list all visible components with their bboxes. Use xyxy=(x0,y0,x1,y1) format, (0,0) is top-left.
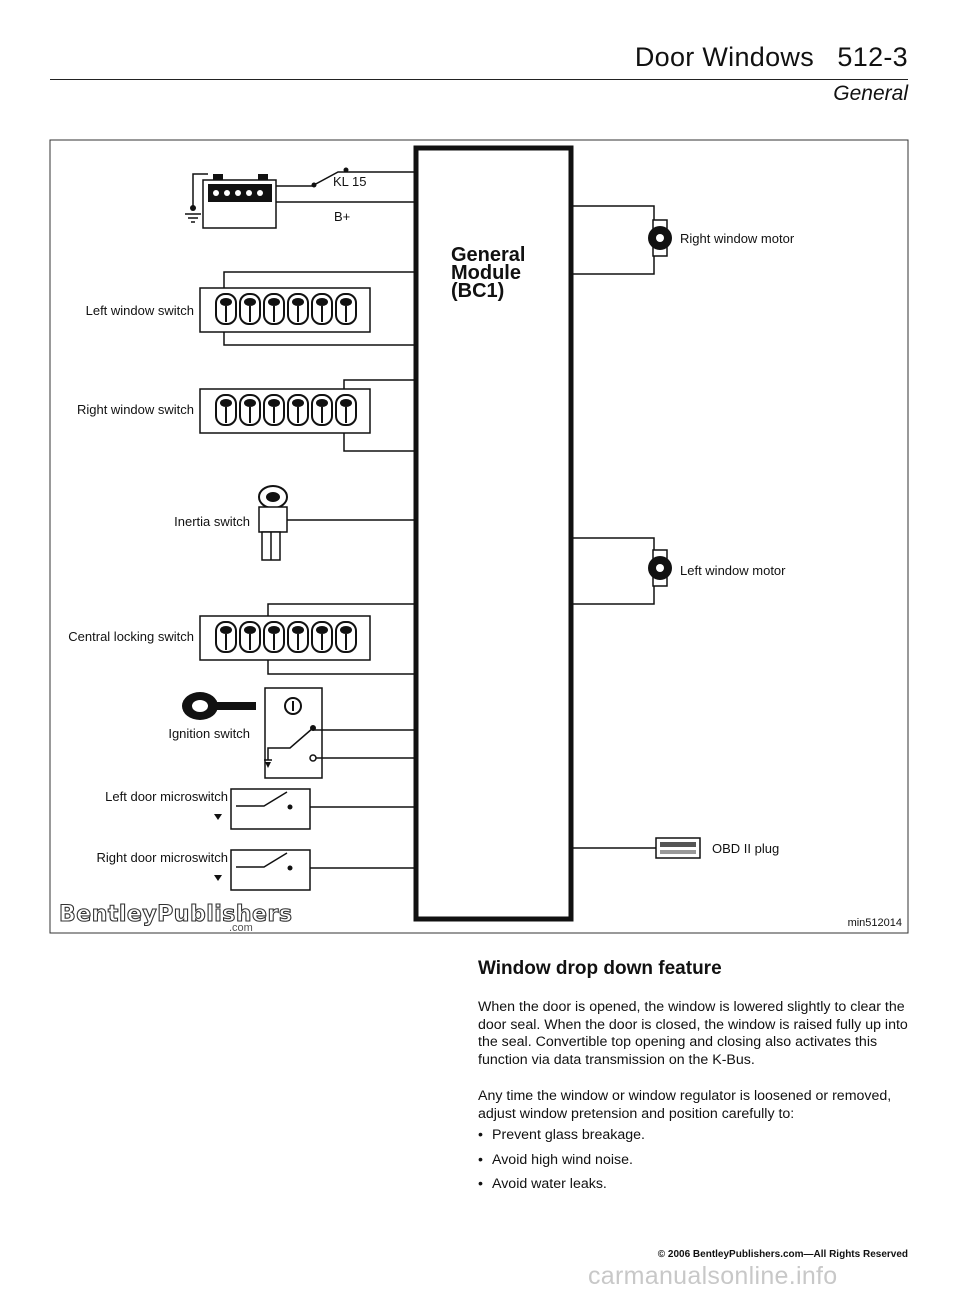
switch-button-dot xyxy=(316,399,328,407)
bullet-list: Prevent glass breakage. Avoid high wind … xyxy=(478,1127,912,1201)
left-window-switch-icon xyxy=(199,287,371,333)
bullet-item: Avoid water leaks. xyxy=(478,1176,912,1194)
section-heading: Window drop down feature xyxy=(478,958,722,979)
left-window-motor-icon xyxy=(648,549,672,587)
switch-button-dot xyxy=(244,298,256,306)
right-window-switch-label: Right window switch xyxy=(77,402,194,417)
switch-button-dot xyxy=(220,626,232,634)
switch-button-dot xyxy=(244,399,256,407)
module-label-line1: General xyxy=(451,244,525,266)
right-window-motor-icon xyxy=(648,219,672,257)
inertia-switch-icon xyxy=(258,485,288,561)
switch-button-dot xyxy=(340,626,352,634)
ignition-switch-label: Ignition switch xyxy=(168,726,250,741)
battery-icon xyxy=(185,173,277,229)
left-door-microswitch-icon xyxy=(214,788,311,830)
wiring-diagram: General Module (BC1) KL 15 B+ Left windo… xyxy=(49,139,909,934)
right-window-switch-icon xyxy=(199,388,371,434)
page-header-title: Door Windows 512-3 xyxy=(634,42,908,72)
header-rule xyxy=(50,79,908,80)
module-label-line2: Module xyxy=(451,262,521,284)
section-paragraph-2: Any time the window or window regulator … xyxy=(478,1088,892,1122)
section-paragraph-1: When the door is opened, the window is l… xyxy=(478,999,908,1068)
left-window-switch-label: Left window switch xyxy=(86,303,194,318)
switch-button-dot xyxy=(292,298,304,306)
copyright-footer: © 2006 BentleyPublishers.com—All Rights … xyxy=(657,1249,908,1260)
switch-button-dot xyxy=(292,399,304,407)
left-window-motor-label: Left window motor xyxy=(680,563,786,578)
switch-button-dot xyxy=(268,399,280,407)
right-window-motor-label: Right window motor xyxy=(680,231,795,246)
watermark-text: carmanualsonline.info xyxy=(588,1262,838,1290)
bullet-item: Avoid high wind noise. xyxy=(478,1152,912,1170)
figure-id: min512014 xyxy=(848,917,902,929)
general-module-box xyxy=(413,145,574,922)
right-door-microswitch-icon xyxy=(214,849,311,891)
obd-plug-icon xyxy=(655,837,701,859)
inertia-switch-label: Inertia switch xyxy=(174,514,250,529)
ignition-switch-icon xyxy=(264,687,323,779)
kl15-wire xyxy=(276,171,416,187)
switch-button-dot xyxy=(316,626,328,634)
switch-button-dot xyxy=(316,298,328,306)
module-label-line3: (BC1) xyxy=(451,280,504,302)
brand-logo-com: .com xyxy=(229,922,253,934)
switch-button-dot xyxy=(220,298,232,306)
obd-plug-label: OBD II plug xyxy=(712,841,779,856)
diagram-frame xyxy=(49,139,909,934)
bplus-label: B+ xyxy=(334,209,350,224)
switch-button-dot xyxy=(292,626,304,634)
switch-button-dot xyxy=(340,298,352,306)
bullet-item: Prevent glass breakage. xyxy=(478,1127,912,1145)
switch-button-dot xyxy=(244,626,256,634)
central-locking-switch-icon xyxy=(199,615,371,661)
ignition-key-icon xyxy=(182,692,256,720)
left-door-microswitch-label: Left door microswitch xyxy=(105,789,228,804)
switch-button-dot xyxy=(268,298,280,306)
brand-logo: BentleyPublishers xyxy=(59,902,292,927)
page-header-subtitle: General xyxy=(833,82,908,105)
switch-button-dot xyxy=(340,399,352,407)
central-locking-switch-label: Central locking switch xyxy=(68,629,194,644)
kl15-label: KL 15 xyxy=(333,174,367,189)
right-door-microswitch-label: Right door microswitch xyxy=(97,850,229,865)
switch-button-dot xyxy=(220,399,232,407)
switch-button-dot xyxy=(268,626,280,634)
